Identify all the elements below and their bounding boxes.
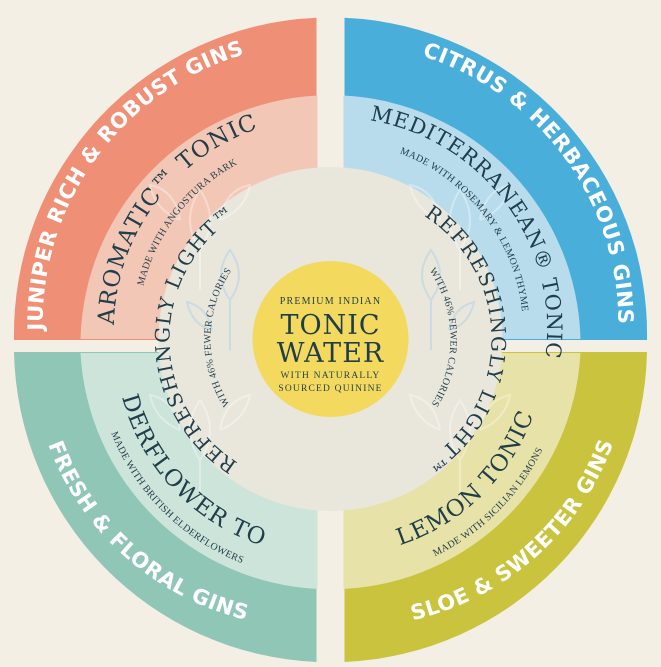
center-naturally: WITH NATURALLY bbox=[280, 371, 380, 381]
center-quinine: SOURCED QUININE bbox=[278, 384, 382, 394]
center-disc bbox=[252, 261, 409, 417]
center-premium-indian: PREMIUM INDIAN bbox=[280, 296, 382, 307]
center-water: WATER bbox=[277, 338, 384, 369]
center-tonic: TONIC bbox=[280, 310, 380, 341]
light-ring-leaf-icon bbox=[185, 248, 476, 350]
leaf-decoration-icon bbox=[148, 183, 512, 500]
